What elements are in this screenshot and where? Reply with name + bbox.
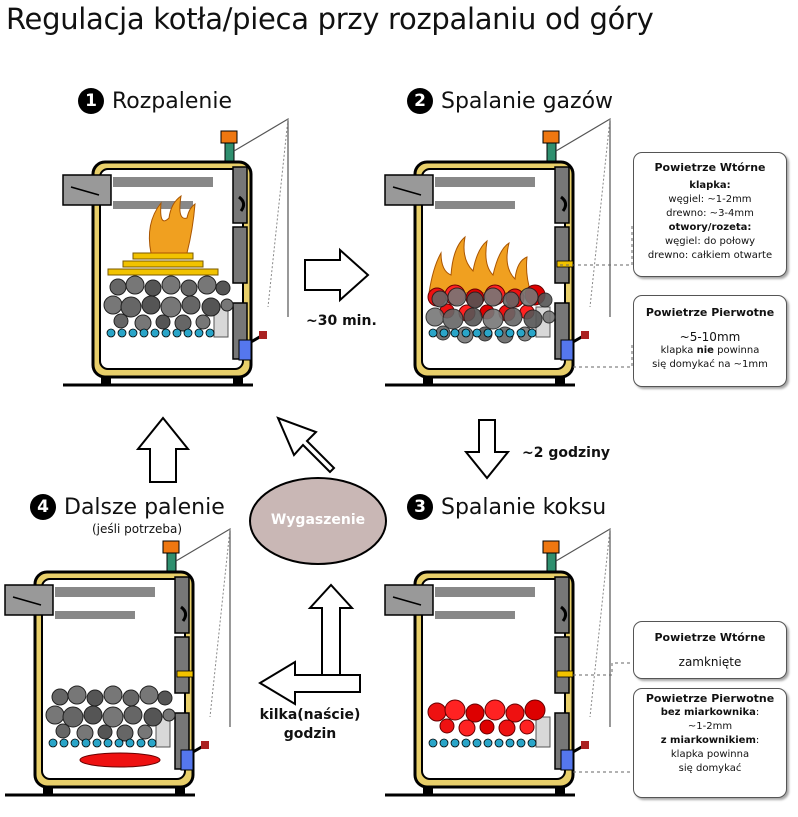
arrow-3-to-4 [258, 660, 361, 706]
extinguish-label: Wygaszenie [270, 512, 366, 528]
arrow-3-to-4-label: kilka(naście) godzin [255, 706, 365, 744]
primary-air-note-b: nie [696, 345, 714, 356]
with-regulator-note-1: klapka powinna [670, 749, 750, 760]
flap-heading: klapka: [689, 180, 731, 191]
kindling-sticks [107, 252, 219, 276]
boiler-3 [383, 527, 612, 797]
secondary-air-closed: zamknięte [678, 655, 742, 669]
primary-air-box-stage2: Powietrze Pierwotne ~5-10mm klapka nie p… [633, 295, 787, 387]
primary-air-note-2: się domykać na ~1mm [652, 359, 768, 370]
arrow-2-to-3-label: ~2 godziny [522, 445, 611, 461]
ash-embers [79, 752, 161, 768]
leader-primary-2 [573, 345, 633, 368]
stage-4-sublabel: (jeśli potrzeba) [92, 522, 183, 536]
gas-flames [428, 235, 532, 294]
leader-secondary-3 [573, 662, 632, 676]
primary-air-note-c: powinna [713, 345, 760, 356]
without-regulator-colon: : [755, 707, 760, 718]
with-regulator-label: z miarkownikiem [660, 735, 756, 746]
secondary-air-title-3: Powietrze Wtórne [654, 631, 766, 644]
flap-coal: węgiel: ~1-2mm [668, 194, 752, 205]
arrow-3-to-extinguish [307, 583, 355, 676]
secondary-air-box-stage2: Powietrze Wtórne klapka: węgiel: ~1-2mm … [633, 152, 787, 277]
primary-air-box-stage3: Powietrze Pierwotne bez miarkownika: ~1-… [633, 688, 787, 798]
with-regulator-note-2: się domykać [678, 763, 742, 774]
stage-2-label: Spalanie gazów [441, 88, 614, 114]
stage-3: 3 Spalanie koksu [407, 494, 606, 520]
primary-air-title: Powietrze Pierwotne [645, 306, 775, 319]
without-regulator-gap: ~1-2mm [687, 721, 733, 732]
primary-air-note-a: klapka [660, 345, 697, 356]
arrow-4-to-1 [135, 416, 191, 483]
stage-4-label: Dalsze palenie [64, 494, 225, 520]
primary-air-note: klapka nie powinna [634, 344, 786, 358]
arrow-1-to-2-label: ~30 min. [306, 313, 377, 329]
stage-1: 1 Rozpalenie [78, 88, 232, 114]
secondary-air-box-stage3: Powietrze Wtórne zamknięte [633, 621, 787, 679]
flap-wood: drewno: ~3-4mm [666, 208, 754, 219]
stage-3-label: Spalanie koksu [441, 494, 607, 520]
rosette-coal: węgiel: do połowy [664, 236, 756, 247]
starting-flames [148, 194, 196, 254]
stage-4-number: 4 [30, 494, 56, 520]
arrow-3-to-4-label-line1: kilka(naście) [259, 707, 361, 723]
primary-air-title-3: Powietrze Pierwotne [645, 692, 775, 705]
page-title: Regulacja kotła/pieca przy rozpalaniu od… [6, 2, 654, 36]
stage-4: 4 Dalsze palenie [30, 494, 225, 520]
without-regulator-label: bez miarkownika [660, 707, 756, 718]
stage-2: 2 Spalanie gazów [407, 88, 613, 114]
extinguish-ellipse [249, 477, 387, 565]
rosette-wood: drewno: całkiem otwarte [647, 250, 773, 261]
primary-air-gap: ~5-10mm [679, 330, 741, 344]
stage-2-number: 2 [407, 88, 433, 114]
boiler-2 [383, 117, 612, 387]
arrow-2-to-3 [463, 419, 511, 480]
leader-secondary-2 [560, 226, 633, 266]
stage-3-number: 3 [407, 494, 433, 520]
secondary-air-title: Powietrze Wtórne [654, 161, 766, 174]
arrow-3-to-4-label-line2: godzin [283, 726, 337, 742]
rosette-heading: otwory/rozeta: [668, 222, 752, 233]
boiler-4 [3, 527, 232, 797]
boiler-1 [61, 117, 290, 387]
stage-1-label: Rozpalenie [112, 88, 232, 114]
stage-1-number: 1 [78, 88, 104, 114]
arrow-1-to-2 [304, 247, 370, 303]
with-regulator-colon: : [755, 735, 760, 746]
arrow-to-extinguish [276, 416, 336, 474]
